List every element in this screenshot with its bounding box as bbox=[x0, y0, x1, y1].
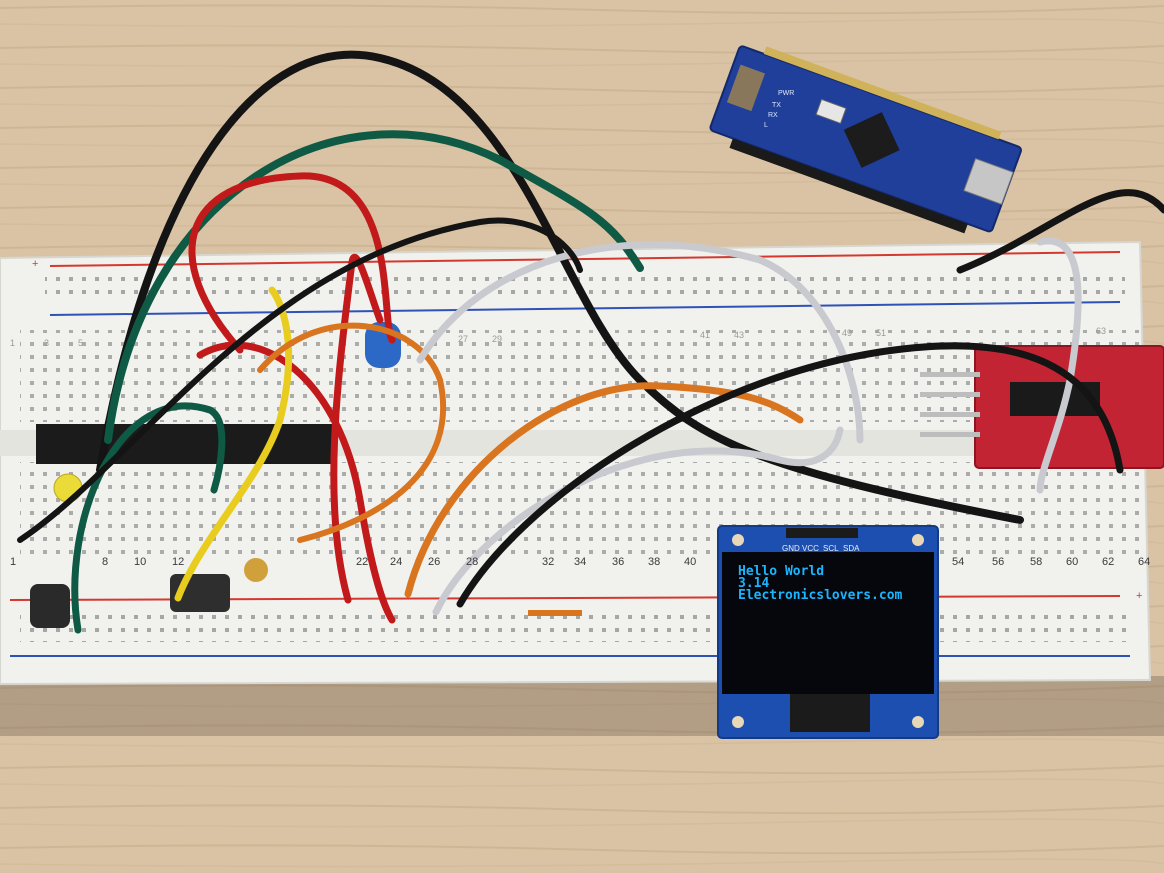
programmer-chip bbox=[1010, 382, 1100, 416]
wire-red-3 bbox=[196, 341, 396, 624]
wire-white-3 bbox=[1036, 237, 1082, 494]
wire-red-2 bbox=[330, 253, 384, 604]
oled-pin-sda: SDA bbox=[843, 544, 860, 553]
oled-module bbox=[717, 525, 939, 739]
nano-icsp-header bbox=[726, 64, 766, 112]
oled-line-3: Electronicslovers.com bbox=[738, 588, 903, 603]
top-rail-blue-line bbox=[49, 301, 1121, 316]
wire-black-3 bbox=[956, 189, 1164, 274]
bb-top-col-63: 63 bbox=[1096, 326, 1107, 336]
wire-orange bbox=[404, 382, 804, 598]
nano-label-l: L bbox=[764, 122, 768, 129]
jumper-wires bbox=[17, 50, 1164, 634]
bb-col-22: 22 bbox=[356, 556, 369, 568]
programmer-header-pins bbox=[920, 372, 980, 377]
bb-col-28: 28 bbox=[466, 556, 479, 568]
nano-label-rx: RX bbox=[768, 112, 778, 119]
yellow-led bbox=[53, 473, 83, 503]
nano-label-pwr: PWR bbox=[778, 90, 795, 97]
top-rail-red-line bbox=[49, 251, 1121, 267]
bb-col-12: 12 bbox=[172, 556, 185, 568]
nano-reset-button bbox=[815, 98, 847, 124]
nano-pin-header-top bbox=[763, 46, 1002, 140]
rail-plus-top: + bbox=[32, 258, 39, 270]
bb-top-col-5: 5 bbox=[78, 338, 84, 348]
oled-pin-scl: SCL bbox=[823, 544, 839, 553]
wire-green bbox=[104, 130, 644, 444]
oled-display bbox=[722, 552, 934, 694]
oled-pin-vcc: VCC bbox=[802, 544, 819, 553]
nano-mcu-chip bbox=[843, 112, 900, 168]
bb-col-58: 58 bbox=[1030, 556, 1043, 568]
bb-top-col-51: 51 bbox=[876, 328, 887, 338]
breadboard-shadow bbox=[0, 676, 1164, 736]
bb-col-32: 32 bbox=[542, 556, 555, 568]
bb-col-26: 26 bbox=[428, 556, 441, 568]
bb-top-col-43: 43 bbox=[734, 330, 745, 340]
bb-top-col-1: 1 bbox=[10, 338, 16, 348]
bb-top-col-3: 3 bbox=[44, 338, 50, 348]
arduino-nano bbox=[709, 45, 1022, 234]
resistor-orange bbox=[528, 610, 582, 616]
wire-white bbox=[432, 426, 844, 616]
oled-pin-gnd: GND bbox=[782, 544, 800, 553]
atmega-chip bbox=[36, 424, 336, 464]
wire-white-2 bbox=[416, 241, 864, 444]
bb-col-24: 24 bbox=[390, 556, 403, 568]
bb-col-56: 56 bbox=[992, 556, 1005, 568]
oled-pin-header bbox=[786, 528, 858, 538]
bb-col-10: 10 bbox=[134, 556, 147, 568]
bb-col-40: 40 bbox=[684, 556, 697, 568]
oled-line-2: 3.14 bbox=[738, 576, 770, 591]
oled-line-1: Hello World bbox=[738, 564, 825, 579]
bb-top-col-49: 49 bbox=[842, 328, 853, 338]
bb-top-col-29: 29 bbox=[492, 334, 503, 344]
bb-col-54: 54 bbox=[952, 556, 965, 568]
oled-ribbon bbox=[790, 694, 870, 732]
bb-col-1: 1 bbox=[10, 556, 17, 568]
bb-col-36: 36 bbox=[612, 556, 625, 568]
nano-pin-header-bottom bbox=[729, 138, 968, 234]
wire-red bbox=[188, 172, 396, 354]
bb-top-col-27: 27 bbox=[458, 334, 469, 344]
bb-col-38: 38 bbox=[648, 556, 661, 568]
nano-usb-connector bbox=[963, 158, 1014, 205]
rail-plus-bottom: + bbox=[1136, 590, 1143, 602]
oled-mount-hole bbox=[732, 534, 744, 546]
wire-black-2 bbox=[456, 342, 1124, 608]
wire-black-4 bbox=[17, 217, 583, 543]
electrolytic-capacitor bbox=[30, 584, 70, 628]
bb-col-64: 64 bbox=[1138, 556, 1151, 568]
ceramic-capacitor bbox=[244, 558, 268, 582]
bb-col-34: 34 bbox=[574, 556, 587, 568]
bb-col-8: 8 bbox=[102, 556, 109, 568]
bb-col-62: 62 bbox=[1102, 556, 1115, 568]
nano-label-tx: TX bbox=[772, 102, 781, 109]
wire-orange-2 bbox=[257, 322, 447, 543]
bb-top-col-41: 41 bbox=[700, 330, 711, 340]
bb-col-60: 60 bbox=[1066, 556, 1079, 568]
